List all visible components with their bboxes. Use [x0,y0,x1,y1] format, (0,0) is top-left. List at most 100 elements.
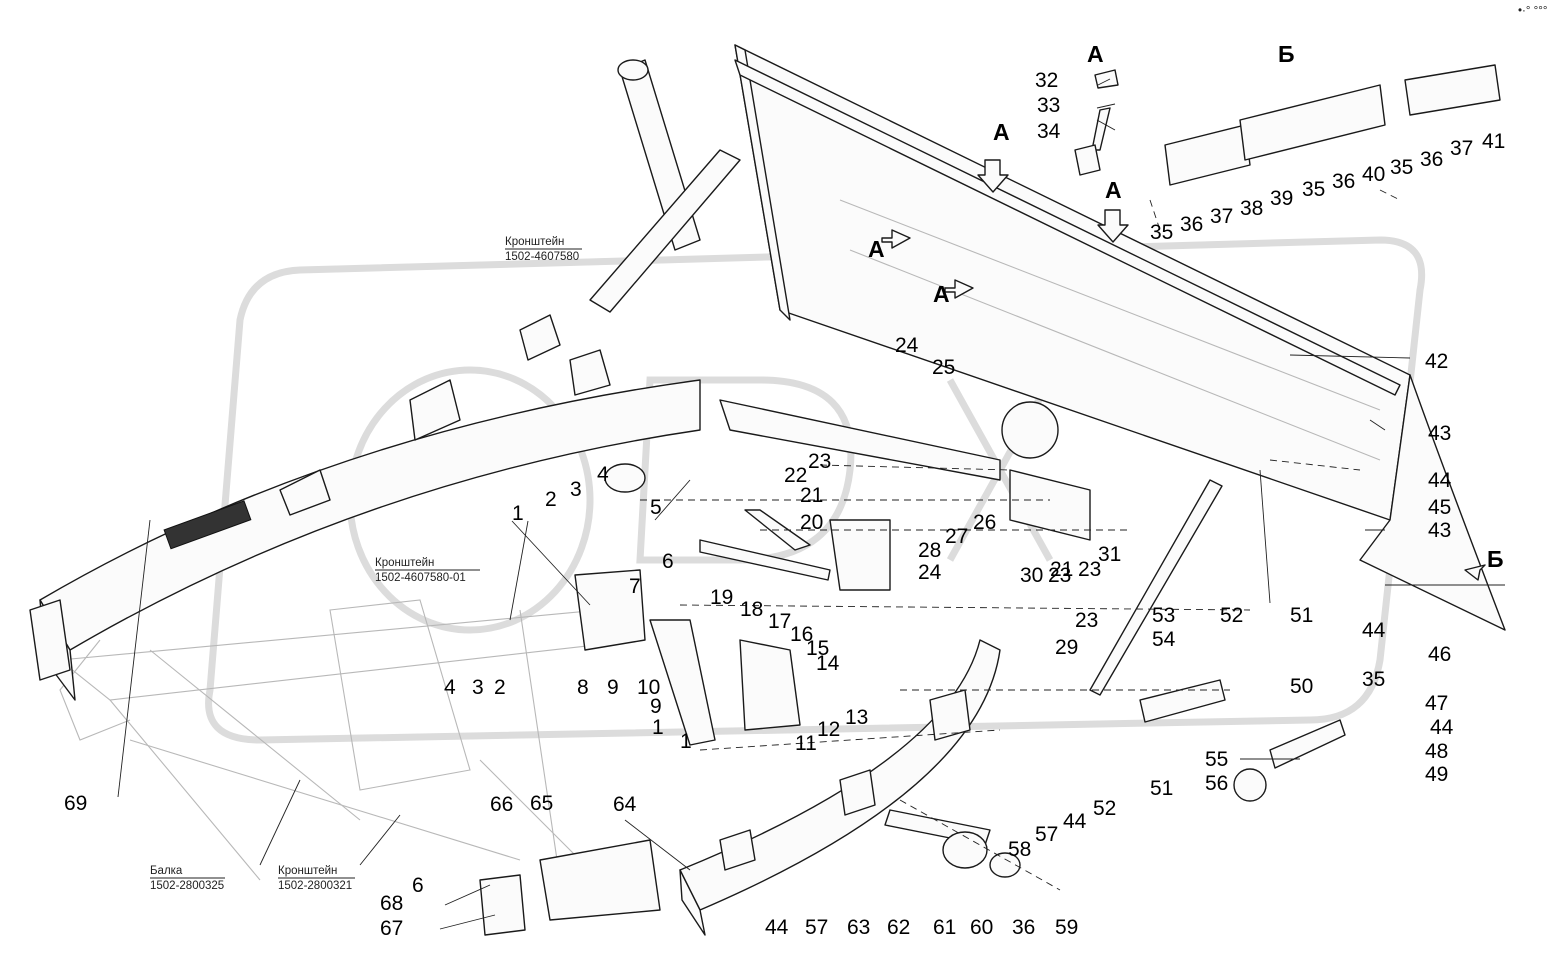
callout-64: 64 [613,793,637,816]
view-a-label-arrow3: А [868,236,885,262]
callout-44: 44 [765,916,789,939]
callout-57: 57 [1035,823,1058,846]
callout-36: 36 [1420,148,1443,171]
callout-66: 66 [490,793,513,816]
callout-21: 21 [800,484,823,507]
callout-24: 24 [895,334,919,357]
callout-65: 65 [530,792,553,815]
view-a-label-arrow4: А [933,281,950,307]
callout-29: 29 [1055,636,1078,659]
note-beam-name: Балка [150,865,183,877]
callout-54: 54 [1152,628,1176,651]
callout-42: 42 [1425,350,1448,373]
callout-17: 17 [768,610,791,633]
callout-40: 40 [1362,163,1385,186]
callout-28: 28 [918,539,941,562]
callout-25: 25 [932,356,955,379]
callout-6: 6 [412,874,424,897]
callout-68: 68 [380,892,403,915]
callout-1: 1 [512,502,524,525]
callout-15: 15 [806,637,829,660]
callout-22: 22 [784,464,807,487]
callout-6: 6 [662,550,674,573]
note-bracket-1-code: 1502-4607580 [505,251,579,263]
push-arm-right [679,639,1001,936]
callout-35: 35 [1390,156,1413,179]
note-bracket-1-name: Кронштейн [505,236,564,248]
callout-4: 4 [444,676,456,699]
callout-47: 47 [1425,692,1448,715]
note-bracket-3-code: 1502-2800321 [278,880,352,892]
callout-60: 60 [970,916,993,939]
callout-58: 58 [1008,838,1031,861]
view-a-label-arrow2: А [1105,177,1122,203]
view-a-label-arrow1: А [993,119,1010,145]
callout-10: 10 [637,676,660,699]
callout-67: 67 [380,917,403,940]
callout-34: 34 [1037,120,1061,143]
right-links [884,479,1346,878]
callout-36: 36 [1332,170,1355,193]
callout-61: 61 [933,916,956,939]
callout-69: 69 [64,792,87,815]
callout-23: 23 [1078,558,1101,581]
callout-46: 46 [1428,643,1451,666]
bottom-bracket [479,839,661,936]
callout-5: 5 [650,496,662,519]
blade [734,44,1506,631]
callout-13: 13 [845,706,868,729]
view-b-inset [1164,64,1501,186]
callout-57: 57 [805,916,828,939]
callout-53: 53 [1152,604,1175,627]
callout-33: 33 [1037,94,1060,117]
view-b-label-arrow: Б [1487,546,1504,572]
callout-23: 23 [1075,609,1098,632]
corner-mark: •·° °°° [1518,5,1547,17]
callout-44: 44 [1430,716,1454,739]
callout-38: 38 [1240,197,1263,220]
callout-44: 44 [1362,619,1386,642]
callout-35: 35 [1362,668,1385,691]
callout-3: 3 [570,478,582,501]
callout-35: 35 [1302,178,1325,201]
callout-52: 52 [1093,797,1116,820]
callout-51: 51 [1290,604,1313,627]
callout-35: 35 [1150,221,1173,244]
note-bracket-3-name: Кронштейн [278,865,337,877]
callout-8: 8 [577,676,589,699]
center-linkage [574,399,1091,746]
view-labels: А Б А А А А Б [868,41,1504,572]
callout-55: 55 [1205,748,1228,771]
view-a-label-top: А [1087,41,1104,67]
callout-14: 14 [816,652,840,675]
callout-23: 23 [808,450,831,473]
callout-44: 44 [1428,469,1452,492]
callout-9: 9 [650,695,662,718]
callout-12: 12 [817,718,840,741]
callout-51: 51 [1150,777,1173,800]
callout-24: 24 [918,561,942,584]
reference-notes: Кронштейн 1502-4607580 Кронштейн 1502-46… [150,236,582,892]
note-bracket-2-name: Кронштейн [375,557,434,569]
callout-37: 37 [1210,205,1233,228]
callout-62: 62 [887,916,910,939]
callout-1: 1 [680,730,692,753]
callout-11: 11 [795,732,817,755]
callout-1: 1 [652,716,664,739]
callout-26: 26 [973,511,996,534]
callout-43: 43 [1428,422,1451,445]
view-arrows [881,159,1486,581]
callout-36: 36 [1180,213,1203,236]
callout-2: 2 [494,676,506,699]
callout-19: 19 [710,586,733,609]
callout-50: 50 [1290,675,1313,698]
callout-63: 63 [847,916,870,939]
callout-32: 32 [1035,69,1058,92]
callout-49: 49 [1425,763,1448,786]
push-arm-left [29,314,701,701]
callout-59: 59 [1055,916,1078,939]
callout-27: 27 [945,525,968,548]
callout-36: 36 [1012,916,1035,939]
